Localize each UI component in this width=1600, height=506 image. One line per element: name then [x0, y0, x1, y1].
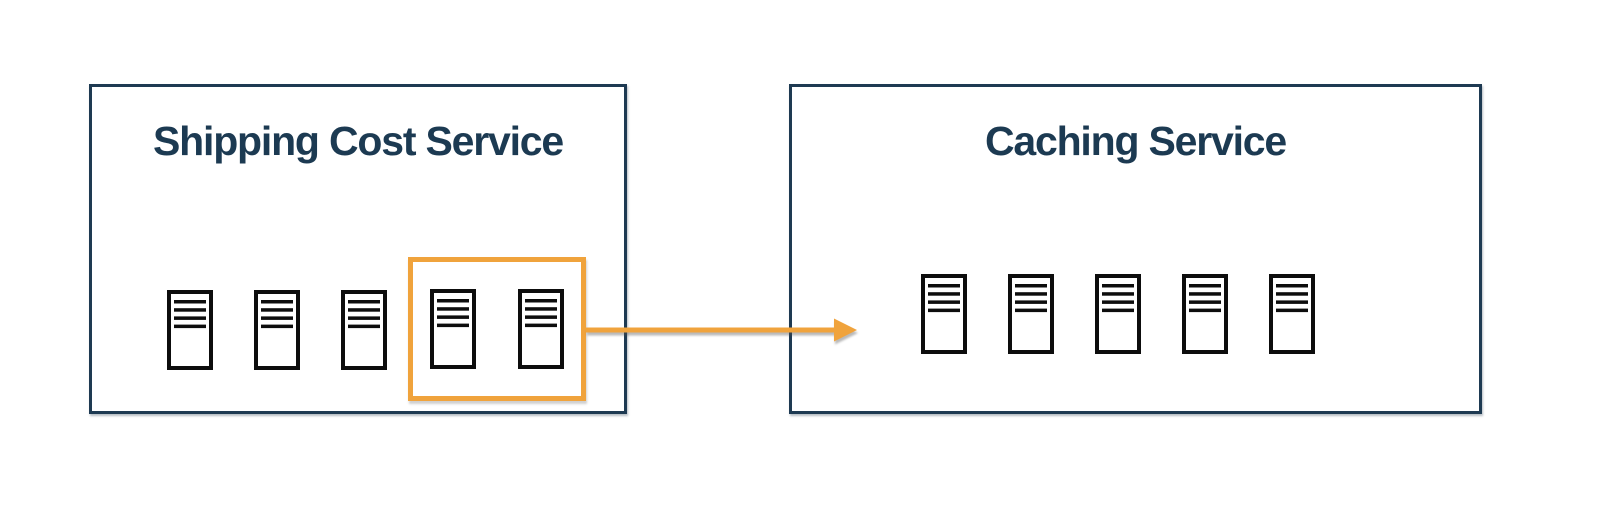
server-icon	[341, 290, 387, 370]
server-icon	[167, 290, 213, 370]
service-box-caching: Caching Service	[789, 84, 1482, 414]
server-icon	[1008, 274, 1054, 354]
highlight-box	[408, 257, 586, 401]
server-row-shipping	[167, 290, 387, 370]
service-box-shipping-cost: Shipping Cost Service	[89, 84, 627, 414]
server-icon	[430, 289, 476, 369]
server-icon	[254, 290, 300, 370]
server-row-caching	[921, 274, 1315, 354]
server-icon	[1269, 274, 1315, 354]
server-row-highlighted	[430, 289, 564, 369]
server-icon	[1182, 274, 1228, 354]
server-icon	[921, 274, 967, 354]
server-icon	[518, 289, 564, 369]
caching-service-title: Caching Service	[984, 118, 1287, 164]
shipping-cost-service-title: Shipping Cost Service	[153, 118, 564, 164]
server-icon	[1095, 274, 1141, 354]
